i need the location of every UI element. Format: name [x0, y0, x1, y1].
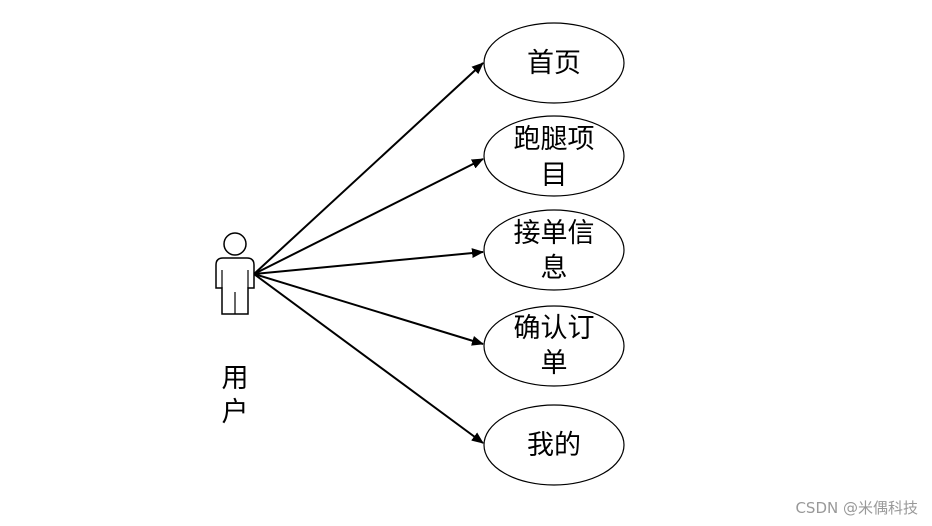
association-errand-items	[253, 158, 484, 275]
use-case-mine[interactable]: 我的	[483, 404, 625, 486]
use-case-home[interactable]: 首页	[483, 22, 625, 104]
use-case-errand-items-label-line-1: 跑腿项	[514, 124, 595, 155]
use-case-errand-items[interactable]: 跑腿项 目	[483, 115, 625, 197]
use-case-confirm-order[interactable]: 确认订 单	[483, 305, 625, 387]
associations	[253, 62, 484, 444]
use-case-order-info[interactable]: 接单信 息	[483, 209, 625, 291]
use-case-order-info-ellipse	[483, 209, 625, 291]
actor-label-line-1: 用	[222, 363, 249, 394]
use-case-confirm-order-label-line-1: 确认订	[514, 313, 595, 344]
use-case-home-label: 首页	[527, 48, 581, 79]
association-home	[253, 62, 484, 275]
use-case-confirm-order-ellipse	[483, 305, 625, 387]
actor-figure	[215, 232, 255, 315]
actor-label-line-2: 户	[222, 397, 249, 428]
association-order-info	[253, 248, 484, 275]
actor-head	[223, 232, 247, 256]
use-case-confirm-order-label-line-2: 单	[541, 348, 568, 379]
use-case-errand-items-label-line-2: 目	[541, 160, 568, 191]
csdn-watermark: CSDN @米偶科技	[795, 499, 918, 517]
actor-body	[215, 257, 255, 315]
use-case-errand-items-ellipse	[483, 115, 625, 197]
association-confirm-order	[253, 273, 484, 346]
use-case-order-info-label-line-2: 息	[541, 253, 568, 284]
use-case-mine-label: 我的	[527, 430, 581, 461]
use-case-mine-ellipse	[483, 404, 625, 486]
association-mine	[253, 273, 484, 444]
use-case-order-info-label-line-1: 接单信	[514, 218, 595, 249]
use-case-home-ellipse	[483, 22, 625, 104]
